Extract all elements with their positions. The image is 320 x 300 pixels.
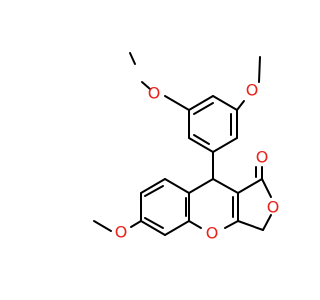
bond xyxy=(188,220,202,229)
bond xyxy=(144,217,164,229)
o-lactone-label: O xyxy=(267,198,280,217)
bond xyxy=(164,220,190,236)
bond xyxy=(140,178,166,194)
bond xyxy=(164,95,190,111)
bond xyxy=(236,100,245,111)
bond xyxy=(193,102,214,115)
bond xyxy=(262,214,272,231)
bond xyxy=(129,52,136,65)
bond xyxy=(261,178,272,198)
bond xyxy=(188,137,214,153)
bond xyxy=(212,137,238,153)
o-methoxy-left-label: O xyxy=(115,223,128,242)
bond xyxy=(130,220,142,228)
bond xyxy=(237,220,264,231)
bond xyxy=(237,178,263,194)
bond xyxy=(212,95,238,111)
bond xyxy=(224,220,239,229)
bond xyxy=(188,178,214,194)
o-carbonyl-label: O xyxy=(256,148,269,167)
bond xyxy=(188,95,214,111)
bond xyxy=(144,185,164,197)
aryl-ring xyxy=(188,95,238,153)
o-methoxy-top-left-label: O xyxy=(148,84,161,103)
bond xyxy=(140,220,166,236)
bond xyxy=(212,178,239,194)
bond xyxy=(93,220,112,232)
bond xyxy=(193,134,210,145)
o-ring-label: O xyxy=(206,224,219,243)
bond xyxy=(258,56,261,83)
bond xyxy=(141,81,151,90)
o-methoxy-top-right-label: O xyxy=(246,81,259,100)
bond xyxy=(164,178,190,194)
molecule-structure: O O O O O O xyxy=(93,52,280,243)
